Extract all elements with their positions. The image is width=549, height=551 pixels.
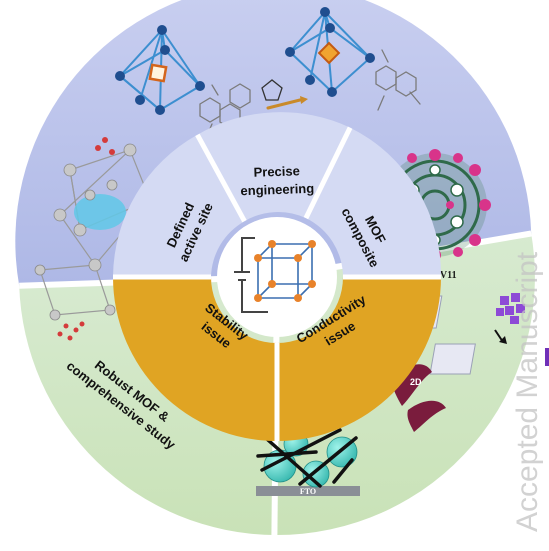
watermark-text: Accepted Manuscript xyxy=(511,251,544,532)
inner-segment-conductivity-issue xyxy=(277,277,441,441)
inner-segment-stability-issue xyxy=(113,277,277,441)
fto-label: FTO xyxy=(300,487,316,496)
cage-frameworks-illustration xyxy=(115,7,421,139)
accepted-manuscript-watermark: Accepted Manuscript xyxy=(511,251,544,532)
inner-segment-precise-engineering xyxy=(197,112,351,222)
precise-line2: engineering xyxy=(240,181,314,199)
circuit-icon xyxy=(234,237,268,313)
fto-electrode: FTO xyxy=(256,428,360,496)
precise-engineering-label: Precise engineering xyxy=(240,163,314,199)
inner-ring xyxy=(113,112,442,441)
cube-nodes xyxy=(254,240,316,302)
inner-segment-mof-composite xyxy=(305,127,442,277)
two-d-label: 2D xyxy=(410,377,422,387)
center-hub xyxy=(217,217,337,337)
precise-line1: Precise xyxy=(253,163,300,180)
inner-segment-defined-active-site xyxy=(113,134,245,277)
